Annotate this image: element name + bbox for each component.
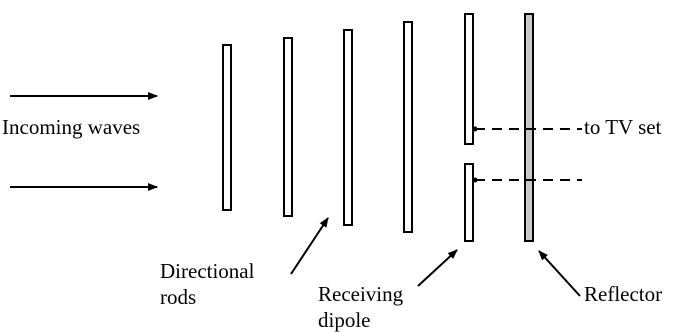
reflector-label: Reflector <box>584 282 663 306</box>
reflector-rod <box>524 13 534 242</box>
receiving-dipole-pointer-arrow-icon <box>417 249 458 287</box>
reflector-pointer-arrow-icon <box>538 250 581 297</box>
directional-rods-label-line1: Directional <box>160 259 255 283</box>
directional-rods-pointer-arrow-icon <box>290 217 329 275</box>
receiving-dipole-lower <box>464 163 474 242</box>
directional-rod <box>222 44 232 211</box>
incoming-waves-label: Incoming waves <box>2 115 141 139</box>
receiving-dipole-label-line2: dipole <box>318 308 371 332</box>
directional-rod <box>403 21 413 233</box>
directional-rod <box>283 37 293 217</box>
receiving-dipole-label-line1: Receiving <box>318 282 404 306</box>
receiving-dipole-upper <box>464 13 474 145</box>
directional-rods-label-line2: rods <box>160 285 197 309</box>
directional-rod <box>343 29 353 226</box>
to-tv-set-label: to TV set <box>584 115 662 139</box>
